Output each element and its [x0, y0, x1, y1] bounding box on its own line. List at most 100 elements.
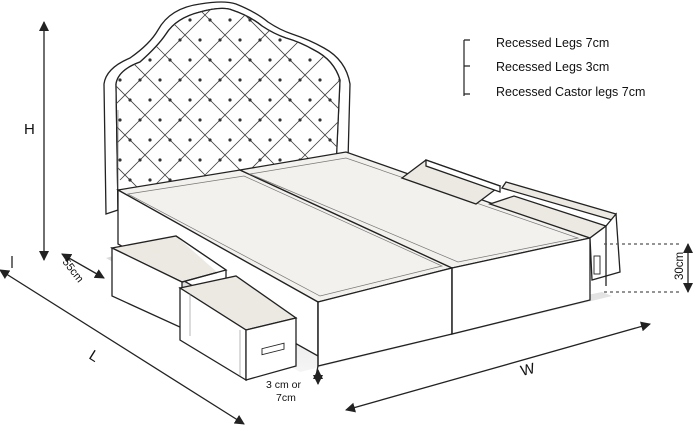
tuft-button: [278, 38, 282, 42]
tuft-button: [228, 138, 232, 142]
tuft-button: [268, 98, 272, 102]
depth-label: 55cm: [60, 256, 86, 285]
tuft-button: [248, 98, 252, 102]
tuft-button: [128, 178, 132, 182]
tuft-button: [128, 138, 132, 142]
tuft-button: [208, 58, 212, 62]
tuft-button: [218, 38, 222, 42]
tuft-button: [128, 98, 132, 102]
tuft-button: [138, 78, 142, 82]
tuft-button: [198, 118, 202, 122]
tuft-button: [128, 18, 132, 22]
tuft-button: [138, 158, 142, 162]
dimension-lines: [0, 21, 693, 425]
tuft-button: [158, 78, 162, 82]
storage-drawer-right-rear: [400, 159, 618, 221]
tuft-button: [188, 98, 192, 102]
tuft-button: [308, 58, 312, 62]
tuft-button: [248, 58, 252, 62]
tuft-button: [168, 58, 172, 62]
tuft-button: [138, 118, 142, 122]
tuft-button: [258, 158, 262, 162]
tuft-button: [318, 118, 322, 122]
tuft-button: [158, 118, 162, 122]
tuft-button: [278, 78, 282, 82]
tuft-button: [118, 38, 122, 42]
tuft-button: [298, 118, 302, 122]
tuft-button: [118, 158, 122, 162]
tuft-button: [148, 138, 152, 142]
tuft-button: [258, 38, 262, 42]
base-height-label: 30cm: [674, 252, 686, 280]
tuft-button: [148, 18, 152, 22]
tuft-button: [218, 78, 222, 82]
tuft-button: [338, 78, 340, 82]
tuft-button: [168, 98, 172, 102]
tuft-button: [258, 78, 262, 82]
tuft-button: [198, 38, 202, 42]
tuft-button: [208, 138, 212, 142]
tuft-button: [278, 118, 282, 122]
tuft-button: [138, 38, 142, 42]
leg-height-label-line2: 7cm: [276, 392, 296, 404]
tuft-button: [208, 98, 212, 102]
width-label: W: [519, 360, 538, 380]
tuft-button: [318, 78, 322, 82]
tuft-button: [228, 58, 232, 62]
tuft-button: [178, 38, 182, 42]
tuft-button: [328, 138, 332, 142]
tuft-button: [228, 18, 232, 22]
tuft-button: [178, 118, 182, 122]
option-recessed-legs-7cm: Recessed Legs 7cm: [496, 36, 609, 50]
tuft-button: [338, 38, 340, 42]
tuft-button: [218, 158, 222, 162]
tuft-button: [268, 58, 272, 62]
option-recessed-legs-3cm: Recessed Legs 3cm: [496, 60, 609, 74]
tuft-button: [188, 58, 192, 62]
tuft-button: [328, 98, 332, 102]
length-arrow: [0, 269, 245, 425]
options-bracket: [463, 39, 470, 96]
option-recessed-castor-legs-7cm: Recessed Castor legs 7cm: [496, 85, 645, 99]
tuft-button: [148, 98, 152, 102]
tuft-button: [288, 98, 292, 102]
tuft-button: [178, 78, 182, 82]
tuft-button: [278, 158, 282, 162]
tuft-button: [218, 118, 222, 122]
tuft-button: [268, 138, 272, 142]
storage-drawer-right-front: [487, 195, 621, 286]
tuft-button: [308, 18, 312, 22]
width-arrow: [345, 321, 651, 413]
tuft-button: [318, 38, 322, 42]
tuft-button: [308, 98, 312, 102]
tuft-button: [118, 78, 122, 82]
tuft-button: [148, 58, 152, 62]
tuft-button: [238, 78, 242, 82]
tuft-button: [148, 178, 152, 182]
depth-arrow: [61, 253, 105, 279]
tuft-button: [258, 118, 262, 122]
tuft-button: [118, 118, 122, 122]
tuft-button: [238, 158, 242, 162]
height-label: H: [24, 121, 35, 138]
tuft-button: [168, 138, 172, 142]
tuft-button: [208, 18, 212, 22]
tuft-button: [248, 138, 252, 142]
tuft-button: [288, 58, 292, 62]
tuft-button: [188, 138, 192, 142]
tuft-button: [228, 98, 232, 102]
tuft-button: [248, 18, 252, 22]
tuft-button: [108, 18, 111, 21]
length-label: L: [86, 347, 102, 366]
tuft-button: [288, 138, 292, 142]
tuft-button: [158, 158, 162, 162]
tuft-button: [238, 118, 242, 122]
tuft-button: [238, 38, 242, 42]
tuft-button: [188, 18, 192, 22]
tuft-button: [198, 158, 202, 162]
tuft-button: [298, 78, 302, 82]
tuft-button: [328, 18, 332, 22]
tuft-button: [308, 138, 312, 142]
tuft-button: [108, 58, 111, 61]
